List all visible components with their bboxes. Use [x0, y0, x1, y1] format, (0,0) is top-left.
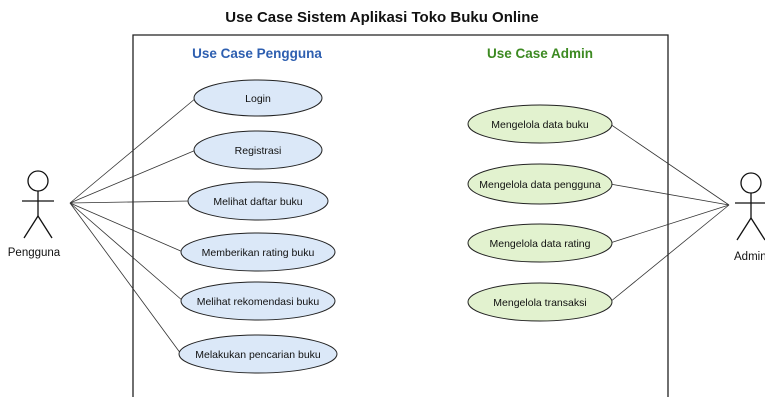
use-case-label: Mengelola data pengguna	[479, 179, 601, 191]
use-case-melakukan-pencarian-buku: Melakukan pencarian buku	[178, 334, 338, 374]
actor-admin: Admin	[734, 172, 765, 263]
use-case-label: Melihat daftar buku	[213, 196, 302, 208]
use-case-mengelola-transaksi: Mengelola transaksi	[467, 282, 613, 322]
use-case-label: Melakukan pencarian buku	[195, 349, 321, 361]
use-case-ellipse	[193, 130, 323, 170]
use-case-label: Registrasi	[235, 145, 282, 157]
use-case-mengelola-data-buku: Mengelola data buku	[467, 104, 613, 144]
section-admin-label: Use Case Admin	[487, 46, 593, 61]
association-line	[69, 202, 184, 302]
association-line	[609, 123, 730, 206]
use-case-label: Mengelola data rating	[490, 238, 591, 250]
use-case-ellipse	[178, 334, 338, 374]
use-case-login: Login	[193, 79, 323, 117]
section-user-label: Use Case Pengguna	[192, 46, 322, 61]
use-case-memberikan-rating-buku: Memberikan rating buku	[180, 232, 336, 272]
association-line	[69, 97, 197, 204]
association-line	[609, 204, 730, 244]
stick-figure-icon	[22, 170, 54, 239]
use-case-ellipse	[180, 232, 336, 272]
association-line	[69, 202, 182, 355]
association-lines	[69, 97, 730, 355]
use-case-ellipse	[187, 181, 329, 221]
use-case-registrasi: Registrasi	[193, 130, 323, 170]
use-case-ellipse	[180, 281, 336, 321]
association-line	[609, 204, 730, 303]
system-boundary	[132, 34, 669, 397]
use-case-melihat-rekomendasi-buku: Melihat rekomendasi buku	[180, 281, 336, 321]
association-line	[69, 200, 191, 204]
actor-admin-label: Admin	[734, 251, 765, 263]
use-case-mengelola-data-pengguna: Mengelola data pengguna	[467, 163, 613, 205]
use-case-ellipse	[467, 104, 613, 144]
use-case-label: Mengelola transaksi	[493, 297, 586, 309]
actor-pengguna-label: Pengguna	[8, 247, 61, 259]
use-case-ellipse	[467, 163, 613, 205]
use-case-ellipse	[467, 223, 613, 263]
use-case-label: Login	[245, 93, 271, 105]
diagram-title: Use Case Sistem Aplikasi Toko Buku Onlin…	[225, 9, 538, 26]
use-case-label: Melihat rekomendasi buku	[197, 296, 320, 308]
use-case-label: Mengelola data buku	[491, 119, 589, 131]
association-line	[69, 149, 197, 204]
use-case-melihat-daftar-buku: Melihat daftar buku	[187, 181, 329, 221]
stick-figure-icon	[735, 172, 765, 241]
use-case-label: Memberikan rating buku	[202, 247, 315, 259]
use-case-mengelola-data-rating: Mengelola data rating	[467, 223, 613, 263]
actor-pengguna: Pengguna	[8, 170, 61, 259]
association-line	[609, 183, 730, 206]
use-case-ellipse	[193, 79, 323, 117]
association-line	[69, 202, 184, 253]
use-case-ellipse	[467, 282, 613, 322]
